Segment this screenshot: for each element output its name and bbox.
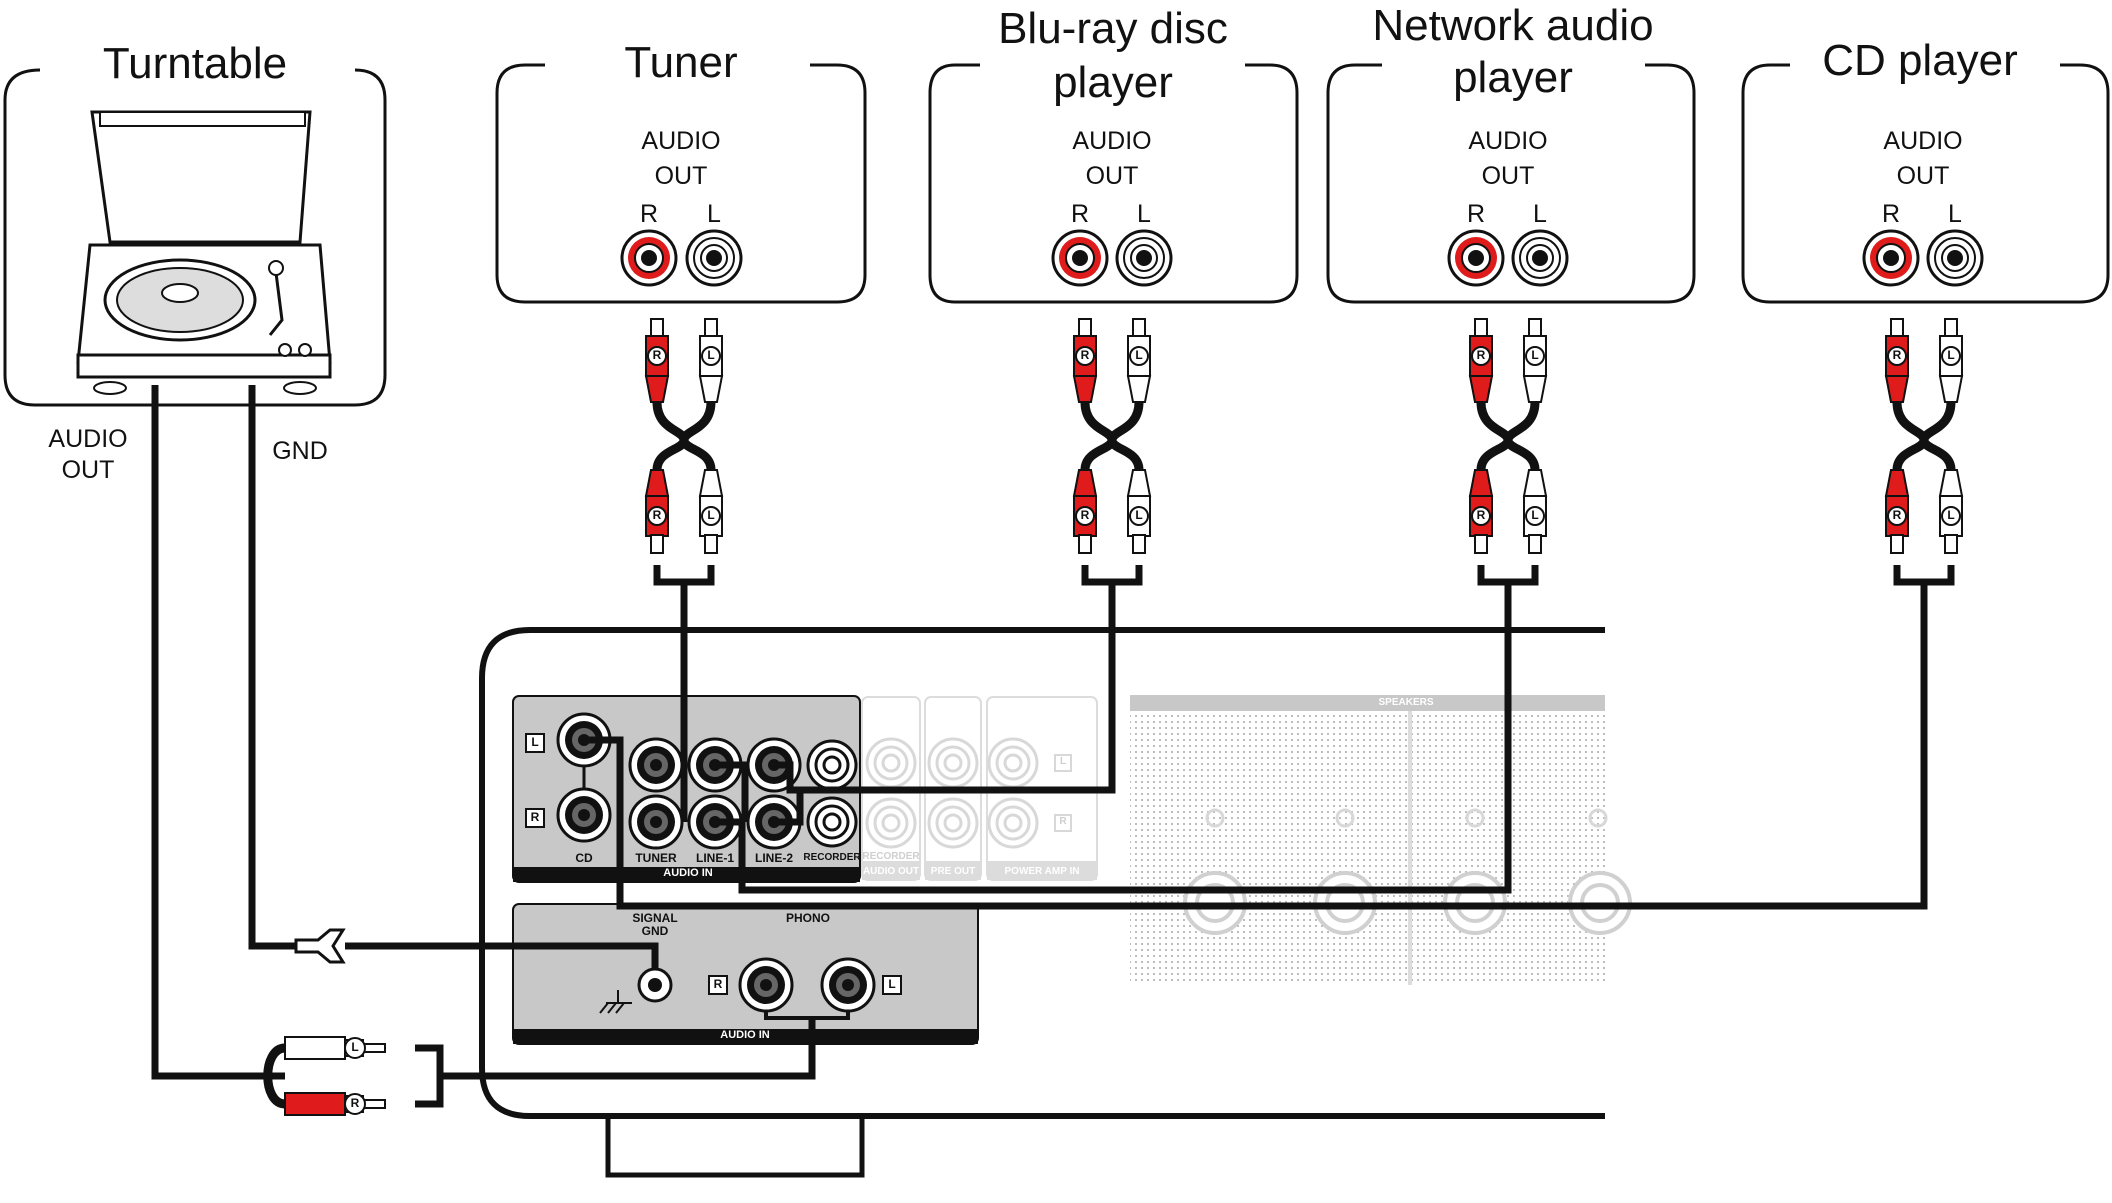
turntable-rca-plugs [263,1036,444,1116]
network-cable [1470,319,1546,582]
turntable-device [3,68,387,407]
bluray-cable [1074,319,1150,582]
tuner-l-jack [628,737,684,793]
network-player-device [1326,63,1696,304]
cd-cable [1886,319,1962,582]
gnd-spade-connector [294,928,346,964]
speaker-terminals-area [1130,695,1605,985]
tuner-cable [646,319,722,582]
phono-l-jack [820,957,876,1013]
bluray-device [928,63,1299,304]
cd-player-device [1741,63,2110,304]
recorder-jacks [806,739,858,848]
phono-r-jack [738,957,794,1013]
tuner-r-jack [628,794,684,850]
tuner-device [495,63,867,304]
cd-r-jack [556,787,612,843]
turntable-icon [76,110,332,395]
wires [151,385,1928,1080]
